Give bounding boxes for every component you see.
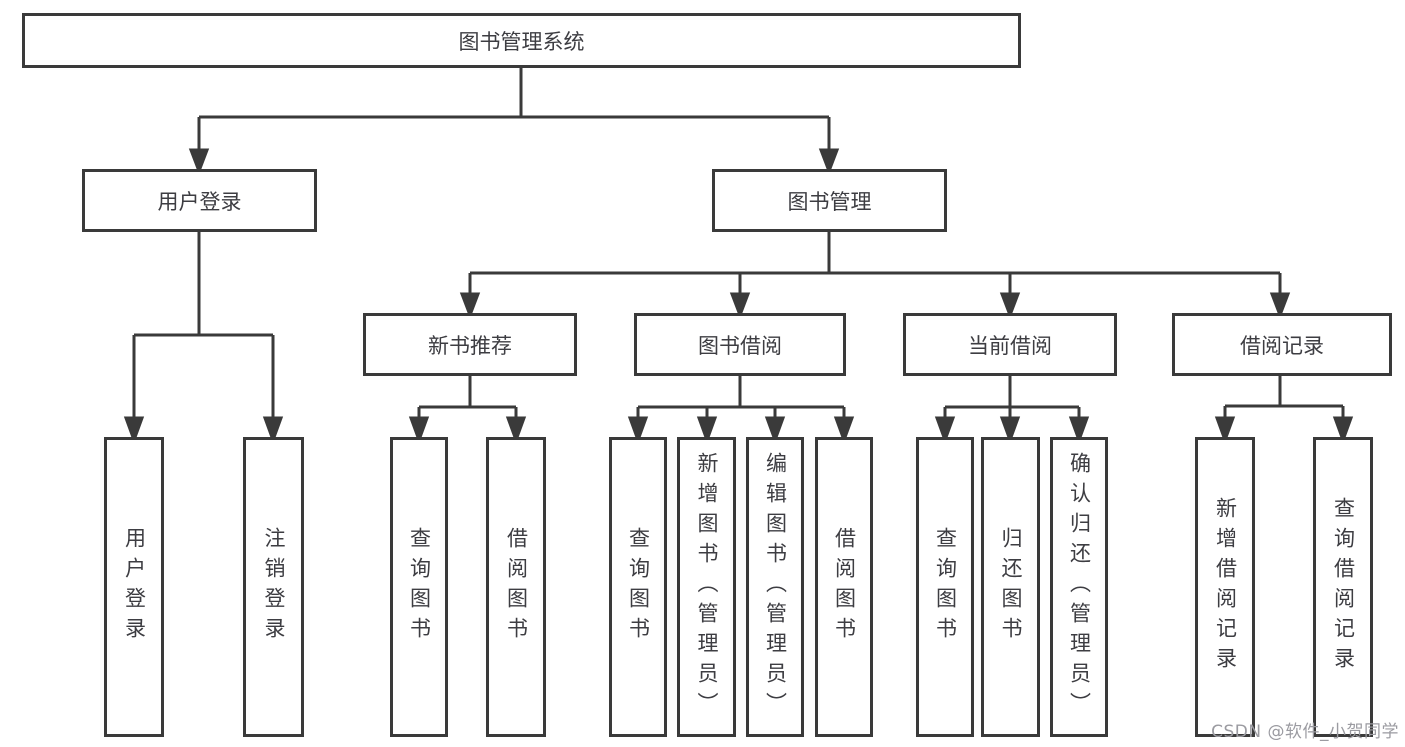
arrowhead	[934, 416, 956, 445]
node-book-management-branch: 图书管理	[712, 169, 947, 232]
node-library-system-root: 图书管理系统	[22, 13, 1021, 68]
connector-borrow-records-to-leaves	[1214, 376, 1354, 445]
leaf-borrow-books: 借阅图书	[815, 437, 873, 737]
connector-book-mgmt-to-level3	[459, 232, 1291, 320]
leaf-query-books-current: 查询图书	[916, 437, 974, 737]
connector-book-borrow-to-leaves	[627, 376, 855, 445]
leaf-edit-books-admin: 编辑图书（管理员）	[746, 437, 804, 737]
arrowhead	[696, 416, 718, 445]
arrowhead	[833, 416, 855, 445]
connector-user-login-to-leaves	[123, 232, 284, 445]
node-current-borrowing: 当前借阅	[903, 313, 1117, 376]
arrowhead	[764, 416, 786, 445]
node-new-book-recommendation: 新书推荐	[363, 313, 577, 376]
leaf-return-books: 归还图书	[981, 437, 1040, 737]
arrowhead	[123, 416, 145, 445]
arrowhead	[459, 292, 481, 320]
leaf-query-books-borrow: 查询图书	[609, 437, 667, 737]
arrowhead	[1214, 416, 1236, 445]
connector-root-to-level2	[188, 68, 840, 176]
arrowhead	[1332, 416, 1354, 445]
leaf-logout: 注销登录	[243, 437, 304, 737]
arrowhead	[188, 148, 210, 176]
arrowhead	[729, 292, 751, 320]
arrowhead	[505, 416, 527, 445]
arrowhead	[999, 292, 1021, 320]
leaf-query-books-recommend: 查询图书	[390, 437, 448, 737]
leaf-add-books-admin: 新增图书（管理员）	[677, 437, 736, 737]
arrowhead	[818, 148, 840, 176]
connector-current-borrow-to-leaves	[934, 376, 1090, 445]
arrowhead	[1068, 416, 1090, 445]
leaf-user-login: 用户登录	[104, 437, 164, 737]
connector-new-book-to-leaves	[408, 376, 527, 445]
leaf-add-borrow-record: 新增借阅记录	[1195, 437, 1255, 737]
csdn-watermark: CSDN @软件_小贺同学	[1211, 722, 1399, 742]
arrowhead	[1269, 292, 1291, 320]
node-user-login-branch: 用户登录	[82, 169, 317, 232]
arrowhead	[627, 416, 649, 445]
node-borrowing-records: 借阅记录	[1172, 313, 1392, 376]
arrowhead	[999, 416, 1021, 445]
leaf-query-borrow-record: 查询借阅记录	[1313, 437, 1373, 737]
leaf-borrow-books-recommend: 借阅图书	[486, 437, 546, 737]
arrowhead	[262, 416, 284, 445]
node-book-borrowing: 图书借阅	[634, 313, 846, 376]
arrowhead	[408, 416, 430, 445]
leaf-confirm-return-admin: 确认归还（管理员）	[1050, 437, 1108, 737]
